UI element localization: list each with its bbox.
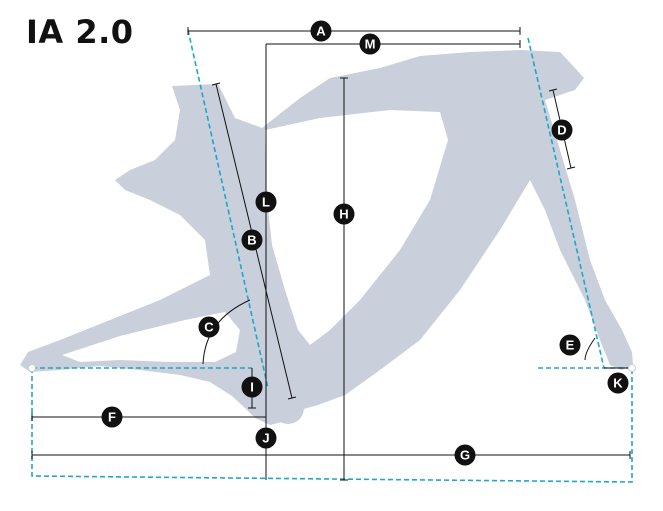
- marker-g-label: G: [460, 448, 470, 463]
- dim-b-tick-top: [211, 82, 221, 86]
- marker-h-label: H: [339, 207, 348, 222]
- marker-j: J: [255, 427, 277, 449]
- marker-j-label: J: [262, 431, 269, 446]
- marker-m-label: M: [365, 37, 376, 52]
- rear-axle-point: [28, 364, 36, 372]
- diagram-title: IA 2.0: [26, 13, 134, 51]
- marker-h: H: [333, 203, 355, 225]
- frame-cutout-main: [265, 110, 448, 345]
- frame-cutout-head: [525, 190, 538, 240]
- frame-cutout-rear: [62, 312, 240, 362]
- marker-a: A: [310, 20, 332, 42]
- dim-e-arc: [584, 337, 596, 361]
- bike-frame: [20, 50, 633, 425]
- marker-c-label: C: [204, 320, 214, 335]
- marker-m: M: [359, 33, 381, 55]
- marker-c: C: [198, 316, 220, 338]
- marker-b-label: B: [247, 233, 256, 248]
- marker-g: G: [454, 444, 476, 466]
- marker-k: K: [607, 372, 629, 394]
- reference-lines: [31, 29, 633, 483]
- marker-a-label: A: [316, 24, 326, 39]
- marker-l: L: [255, 191, 277, 213]
- front-axle-point: [628, 364, 636, 372]
- bb-shell: [272, 392, 304, 424]
- marker-e: E: [559, 334, 581, 356]
- dim-d-tick-top: [548, 88, 558, 92]
- marker-l-label: L: [262, 195, 270, 210]
- marker-d-label: D: [557, 123, 566, 138]
- seat-axis-line: [187, 29, 269, 389]
- marker-i: I: [241, 376, 263, 398]
- marker-d: D: [551, 119, 573, 141]
- marker-f-label: F: [108, 410, 116, 425]
- marker-f: F: [101, 406, 123, 428]
- dim-d-tick-bottom: [566, 166, 576, 170]
- ground-box: [31, 368, 633, 483]
- marker-k-label: K: [613, 376, 623, 391]
- head-axis-line: [527, 37, 605, 369]
- marker-i-label: I: [250, 380, 254, 395]
- marker-e-label: E: [566, 338, 575, 353]
- marker-b: B: [241, 229, 263, 251]
- dim-b-tick-bottom: [287, 396, 297, 400]
- dimension-lines: [31, 27, 631, 481]
